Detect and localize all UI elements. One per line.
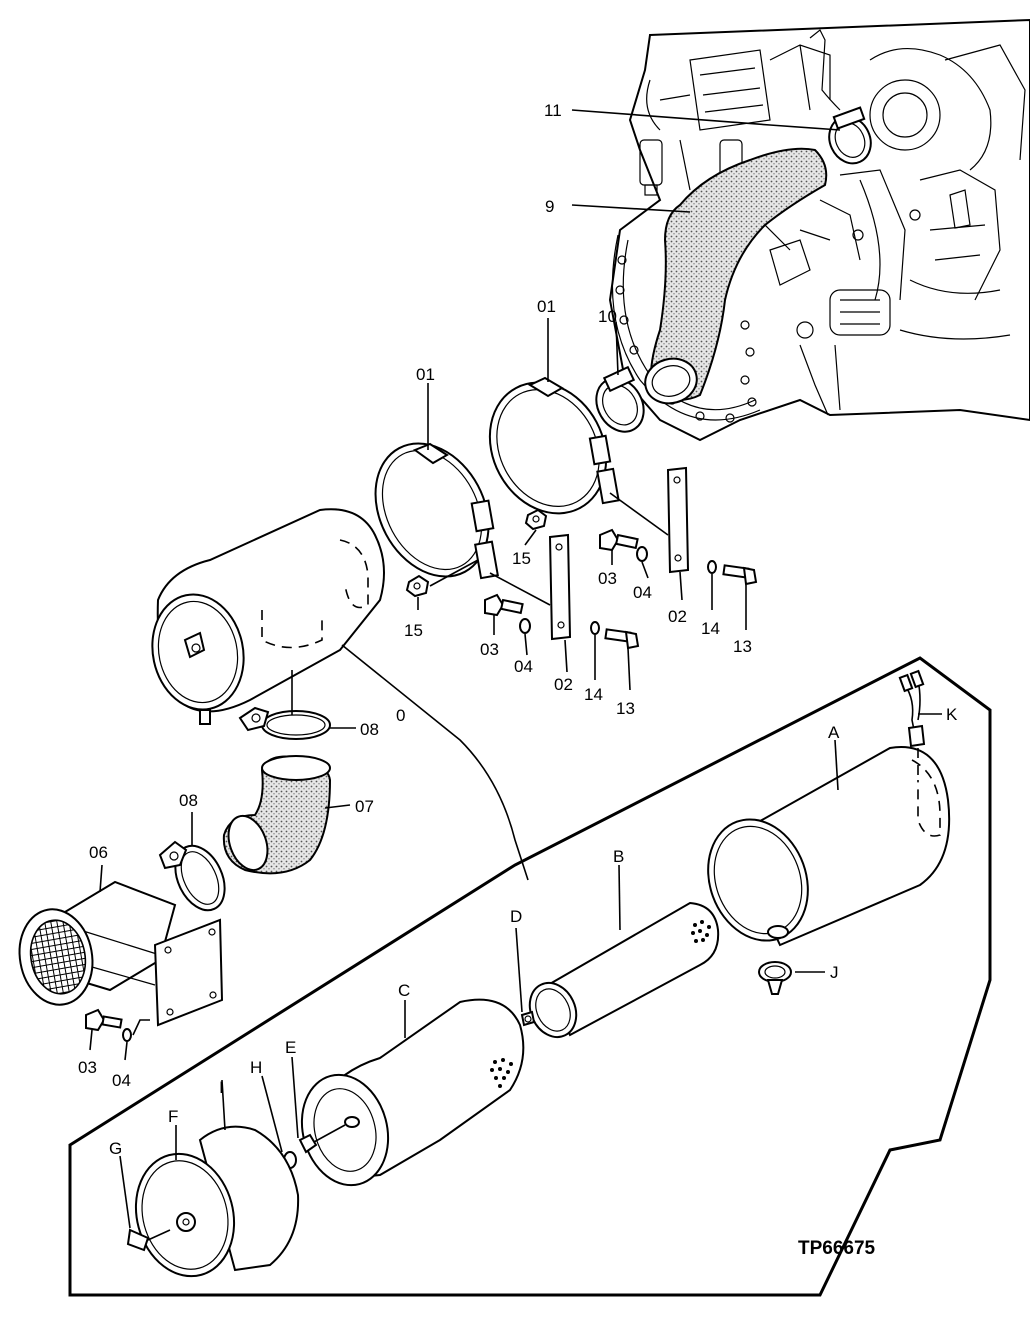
- label-02-left: 02: [554, 675, 573, 694]
- label-04-lower: 04: [112, 1071, 131, 1090]
- label-15-left: 15: [404, 621, 423, 640]
- wing-nut-E: [298, 1124, 346, 1154]
- label-H: H: [250, 1058, 262, 1077]
- label-0: 0: [396, 706, 405, 725]
- exploded-view-panel-border: [68, 656, 992, 1297]
- label-A: A: [828, 723, 840, 742]
- dust-valve-J: [758, 961, 792, 995]
- label-9: 9: [545, 197, 554, 216]
- washer-04-right: [636, 546, 648, 562]
- wing-nut-G: [126, 1228, 171, 1252]
- bolt-03-lower: [85, 1008, 123, 1032]
- washer-04-lower-leader-hook: [132, 1019, 150, 1036]
- label-B: B: [613, 847, 624, 866]
- label-G: G: [109, 1139, 122, 1158]
- safety-element-B: [528, 901, 720, 1039]
- label-03-left: 03: [480, 640, 499, 659]
- label-E: E: [285, 1038, 296, 1057]
- label-F: F: [168, 1107, 178, 1126]
- label-01-right: 01: [537, 297, 556, 316]
- label-13-right: 13: [733, 637, 752, 656]
- hose-clamp-11: [828, 106, 872, 165]
- label-06: 06: [89, 843, 108, 862]
- leader-lines: [89, 109, 942, 1229]
- label-13-left: 13: [616, 699, 635, 718]
- reference-code: TP66675: [798, 1238, 876, 1259]
- elbow-hose-07: [222, 755, 332, 875]
- label-15-right: 15: [512, 549, 531, 568]
- nut-15-left: [405, 559, 479, 598]
- label-02-right: 02: [668, 607, 687, 626]
- label-03-lower: 03: [78, 1058, 97, 1077]
- label-C: C: [398, 981, 410, 1000]
- indicator-connector-K: [898, 669, 926, 775]
- label-I: I: [219, 1078, 224, 1097]
- part-labels: 11 9 01 10 01 15 03 04 02 14 13 15 03 04…: [78, 101, 958, 1259]
- hose-clamp-10: [595, 365, 645, 433]
- bolt-03-left: [484, 593, 524, 617]
- label-04-right: 04: [633, 583, 652, 602]
- label-K: K: [946, 705, 958, 724]
- label-07: 07: [355, 797, 374, 816]
- bolt-13-left: [604, 628, 640, 650]
- hose-clamp-08-upper: [238, 706, 331, 740]
- label-D: D: [510, 907, 522, 926]
- primary-element-C: [300, 998, 525, 1187]
- filter-housing-A: [707, 746, 951, 947]
- bolt-03-right: [599, 528, 639, 552]
- label-03-right: 03: [598, 569, 617, 588]
- hose-clamp-08-lower: [158, 840, 226, 912]
- nut-15-right: [524, 508, 548, 531]
- mounting-band-01-right: [488, 376, 620, 515]
- air-intake-hose-9: [644, 147, 828, 405]
- mounting-band-01-left: [374, 442, 499, 580]
- washer-04-left: [519, 618, 531, 634]
- washer-14-left: [590, 621, 600, 635]
- label-10: 10: [598, 307, 617, 326]
- label-11: 11: [544, 101, 562, 120]
- label-14-right: 14: [701, 619, 720, 638]
- washer-14-right: [707, 560, 717, 574]
- label-08-upper: 08: [360, 720, 379, 739]
- label-14-left: 14: [584, 685, 603, 704]
- inlet-hood-06: [18, 880, 224, 1027]
- label-08-lower: 08: [179, 791, 198, 810]
- label-01-left: 01: [416, 365, 435, 384]
- air-filter-assembly-0: [151, 508, 385, 725]
- bolt-13-right: [722, 564, 758, 586]
- bracket-02-right: [609, 466, 690, 574]
- label-J: J: [830, 963, 839, 982]
- wing-nut-D: [520, 1010, 536, 1027]
- washer-04-lower: [122, 1028, 132, 1042]
- cover-assembly-F: [134, 1125, 300, 1278]
- label-04-left: 04: [514, 657, 533, 676]
- bracket-02-left: [489, 533, 572, 641]
